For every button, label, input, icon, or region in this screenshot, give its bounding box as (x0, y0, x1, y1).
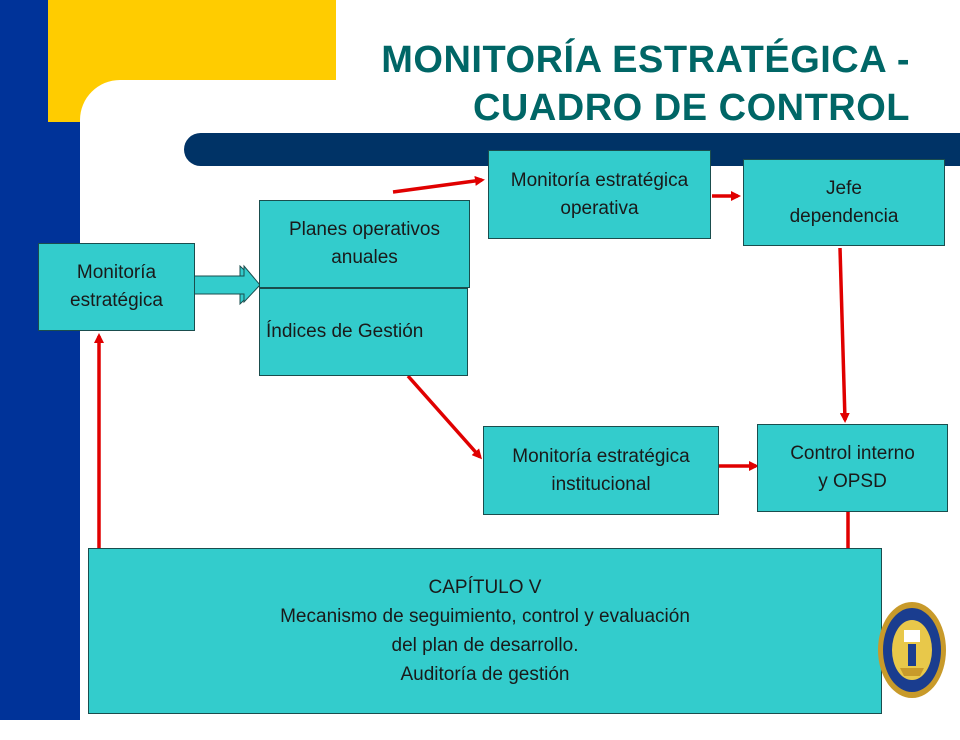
arrow-jefe-to-control (838, 247, 850, 423)
capitulo-title: CAPÍTULO V (428, 577, 542, 598)
node-planes-operativos: Planes operativos anuales (259, 200, 470, 288)
university-seal-icon (878, 602, 946, 698)
arrow-to-institucional (406, 374, 482, 460)
capitulo-line-3: del plan de desarrollo. (391, 635, 579, 656)
node-control-interno: Control interno y OPSD (757, 424, 948, 512)
arrow-to-operativa (392, 175, 485, 194)
title-line-1: MONITORÍA ESTRATÉGICA - (381, 39, 910, 81)
node-monitoria-estrategica: Monitoría estratégica (38, 243, 195, 331)
node-capitulo-v: CAPÍTULO V Mecanismo de seguimiento, con… (88, 548, 882, 714)
node-monitoria-institucional: Monitoría estratégica institucional (483, 426, 719, 515)
capitulo-line-4: Auditoría de gestión (400, 664, 570, 685)
slide-title: MONITORÍA ESTRATÉGICA - CUADRO DE CONTRO… (200, 36, 910, 132)
connector-arrows (94, 175, 853, 558)
block-arrow-body (193, 264, 261, 304)
capitulo-line-2: Mecanismo de seguimiento, control y eval… (280, 606, 690, 627)
node-jefe-dependencia: Jefe dependencia (743, 159, 945, 246)
node-indices-gestion: Índices de Gestión (259, 288, 468, 376)
title-line-2: CUADRO DE CONTROL (472, 87, 910, 129)
node-monitoria-operativa: Monitoría estratégica operativa (488, 150, 711, 239)
